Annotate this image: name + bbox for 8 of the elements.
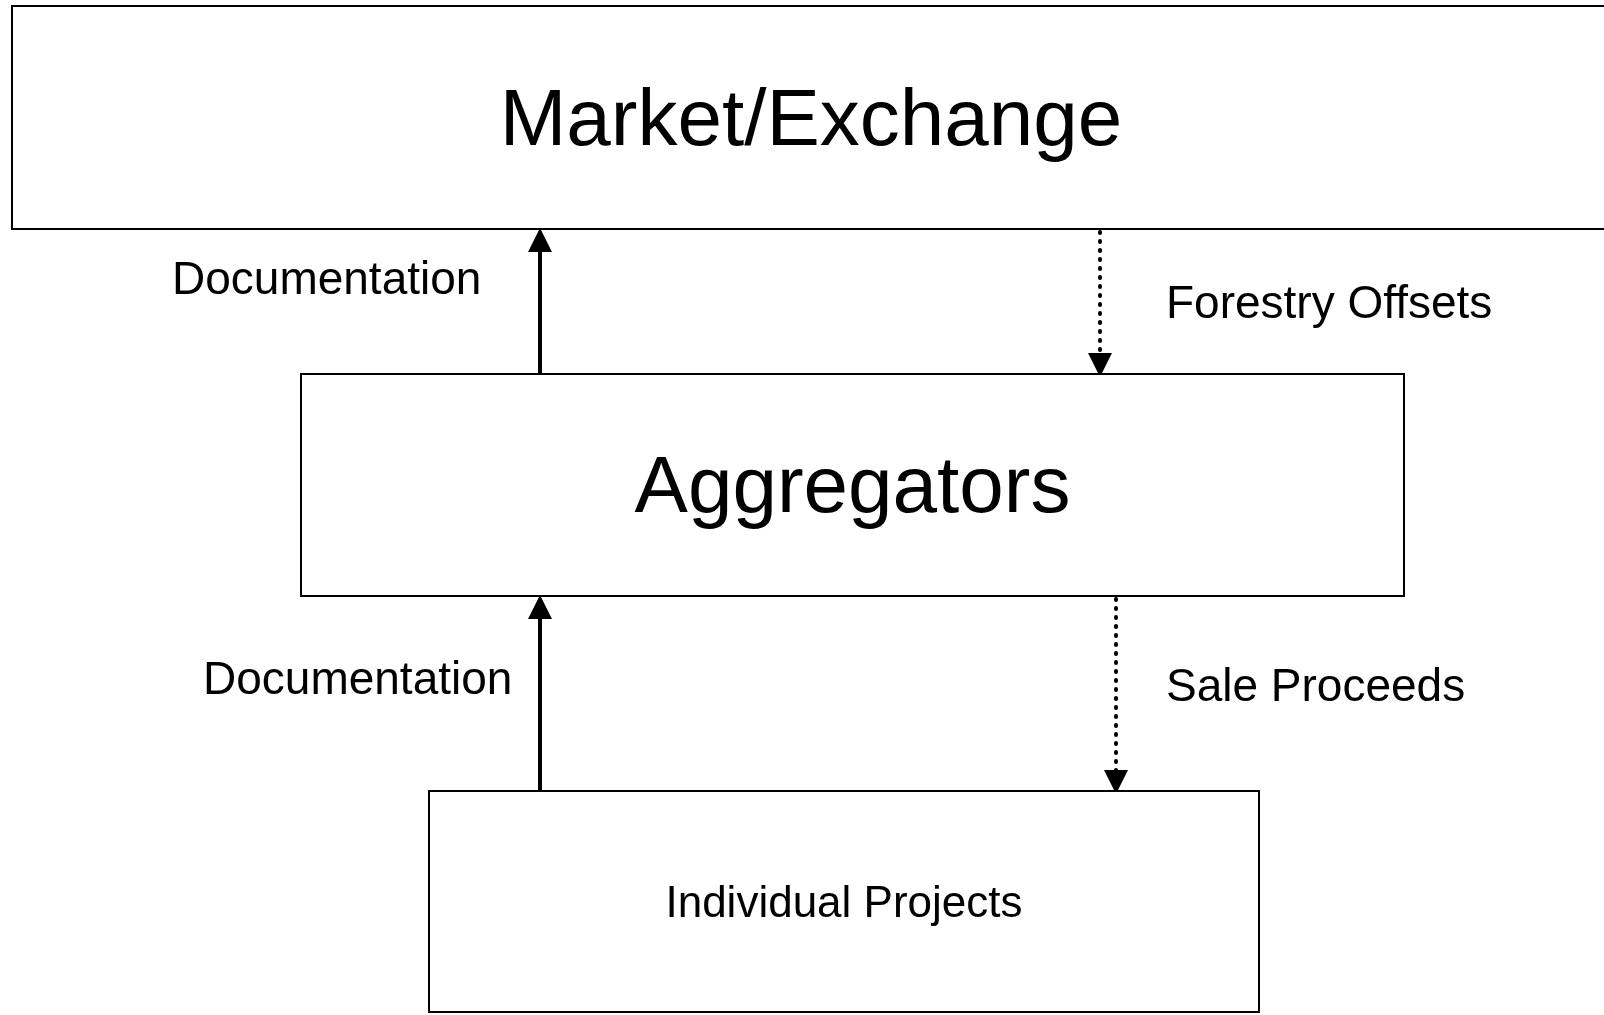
box-label: Market/Exchange — [499, 71, 1123, 164]
arrow — [528, 595, 552, 790]
process-box — [11, 5, 1604, 230]
box-label: Individual Projects — [665, 876, 1023, 928]
process-box — [428, 790, 1260, 1013]
process-box — [300, 373, 1405, 597]
arrow — [528, 228, 552, 373]
box-label: Aggregators — [634, 439, 1071, 531]
